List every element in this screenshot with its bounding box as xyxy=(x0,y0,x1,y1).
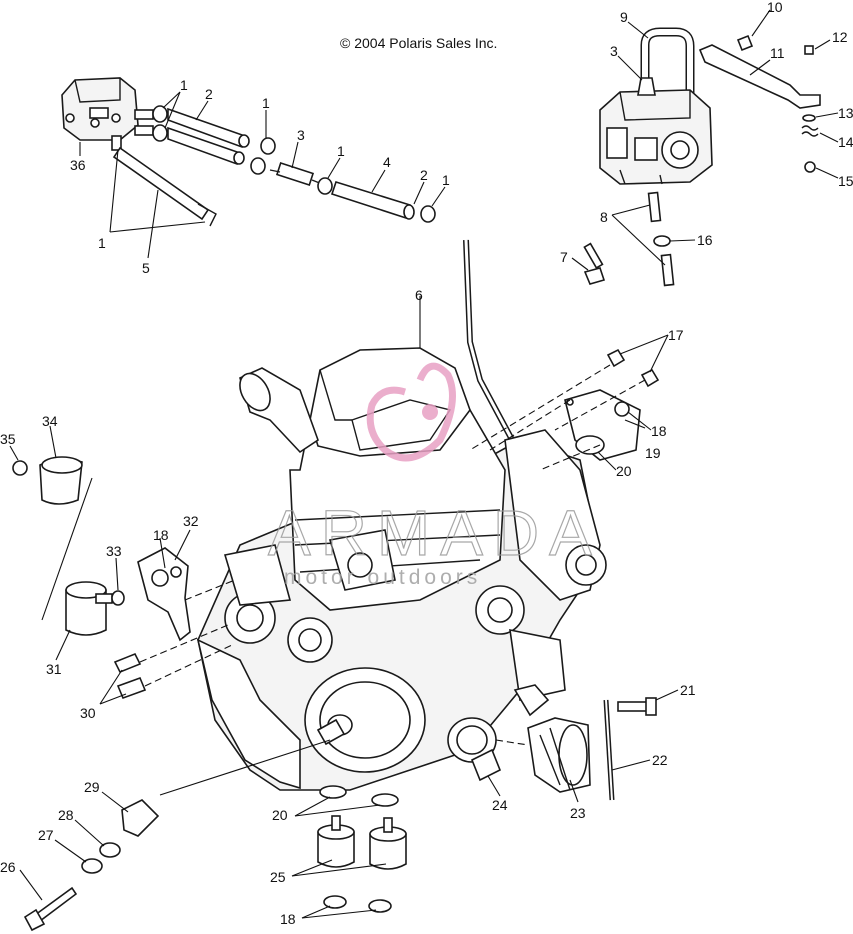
watermark-brand: ARMADA xyxy=(268,497,602,569)
callout-11: 11 xyxy=(770,45,785,61)
callout-13: 13 xyxy=(838,105,853,121)
callout-12: 12 xyxy=(832,29,848,45)
callout-10: 10 xyxy=(767,0,783,15)
callout-34: 34 xyxy=(42,413,58,429)
callout-6: 6 xyxy=(415,287,423,303)
callout-2: 2 xyxy=(420,167,428,183)
callout-17: 17 xyxy=(668,327,684,343)
watermark: ARMADA motor outdoors xyxy=(267,362,602,589)
callout-18: 18 xyxy=(280,911,296,927)
engine-assembly xyxy=(196,239,660,791)
callout-1: 1 xyxy=(98,235,106,251)
watermark-tagline: motor outdoors xyxy=(284,566,481,589)
callout-3: 3 xyxy=(610,43,618,59)
watermark-logo xyxy=(366,362,456,462)
callout-1: 1 xyxy=(442,172,450,188)
callout-35: 35 xyxy=(0,431,16,447)
callout-30: 30 xyxy=(80,705,96,721)
callout-18: 18 xyxy=(153,527,169,543)
callout-31: 31 xyxy=(46,661,62,677)
copyright-text: © 2004 Polaris Sales Inc. xyxy=(340,35,497,51)
callout-7: 7 xyxy=(560,249,568,265)
callout-14: 14 xyxy=(838,134,853,150)
callout-23: 23 xyxy=(570,805,586,821)
callout-18: 18 xyxy=(651,423,667,439)
callout-28: 28 xyxy=(58,807,74,823)
callout-20: 20 xyxy=(272,807,288,823)
callout-15: 15 xyxy=(838,173,853,189)
callout-26: 26 xyxy=(0,859,16,875)
callout-1: 1 xyxy=(262,95,270,111)
bottom-mount-parts xyxy=(23,697,657,932)
oil-pump-assembly xyxy=(583,27,821,287)
callout-20: 20 xyxy=(616,463,632,479)
callout-1: 1 xyxy=(337,143,345,159)
callout-16: 16 xyxy=(697,232,713,248)
callout-9: 9 xyxy=(620,9,628,25)
callout-2: 2 xyxy=(205,86,213,102)
leader-lines xyxy=(9,9,839,919)
callout-8: 8 xyxy=(600,209,608,225)
callout-24: 24 xyxy=(492,797,508,813)
callout-32: 32 xyxy=(183,513,199,529)
fuel-pump-assembly xyxy=(61,77,436,227)
callout-22: 22 xyxy=(652,752,668,768)
callout-27: 27 xyxy=(38,827,54,843)
callout-4: 4 xyxy=(383,154,391,170)
callout-33: 33 xyxy=(106,543,122,559)
callout-21: 21 xyxy=(680,682,696,698)
callout-29: 29 xyxy=(84,779,100,795)
left-mount-parts xyxy=(12,456,236,700)
callout-19: 19 xyxy=(645,445,661,461)
callout-36: 36 xyxy=(70,157,86,173)
callout-5: 5 xyxy=(142,260,150,276)
callout-1: 1 xyxy=(180,77,188,93)
callout-25: 25 xyxy=(270,869,286,885)
callout-3: 3 xyxy=(297,127,305,143)
